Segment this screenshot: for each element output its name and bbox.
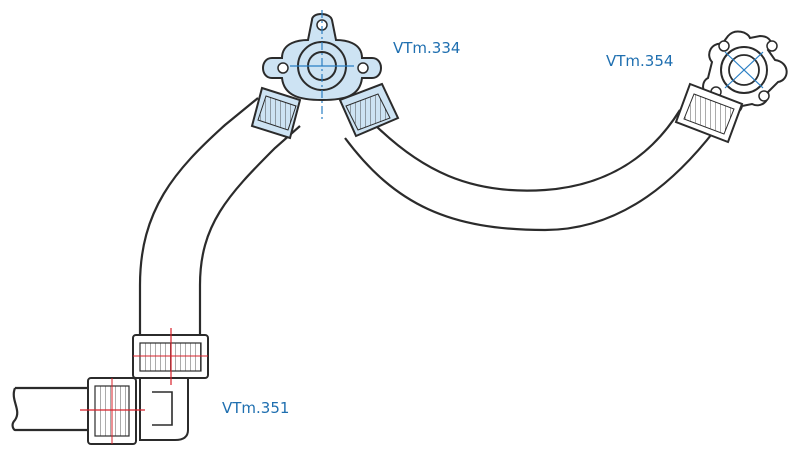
wall-plate-fitting-354 — [674, 30, 788, 144]
label-vtm-351: VTm.351 — [222, 399, 289, 417]
label-vtm-354: VTm.354 — [606, 52, 673, 70]
fitting-354-nut — [674, 82, 744, 144]
elbow-top-nut — [132, 328, 209, 385]
elbow-side-nut — [80, 377, 145, 445]
elbow-fitting-351 — [80, 328, 209, 445]
fitting-334-left-nut — [250, 86, 302, 140]
pipe-left-branch — [138, 97, 301, 335]
fitting-334-right-nut — [338, 82, 400, 138]
wall-plate-fitting-334 — [250, 10, 400, 140]
pipe-incoming-left — [11, 386, 100, 432]
pipe-right-branch — [344, 109, 716, 232]
label-vtm-334: VTm.334 — [393, 39, 460, 57]
